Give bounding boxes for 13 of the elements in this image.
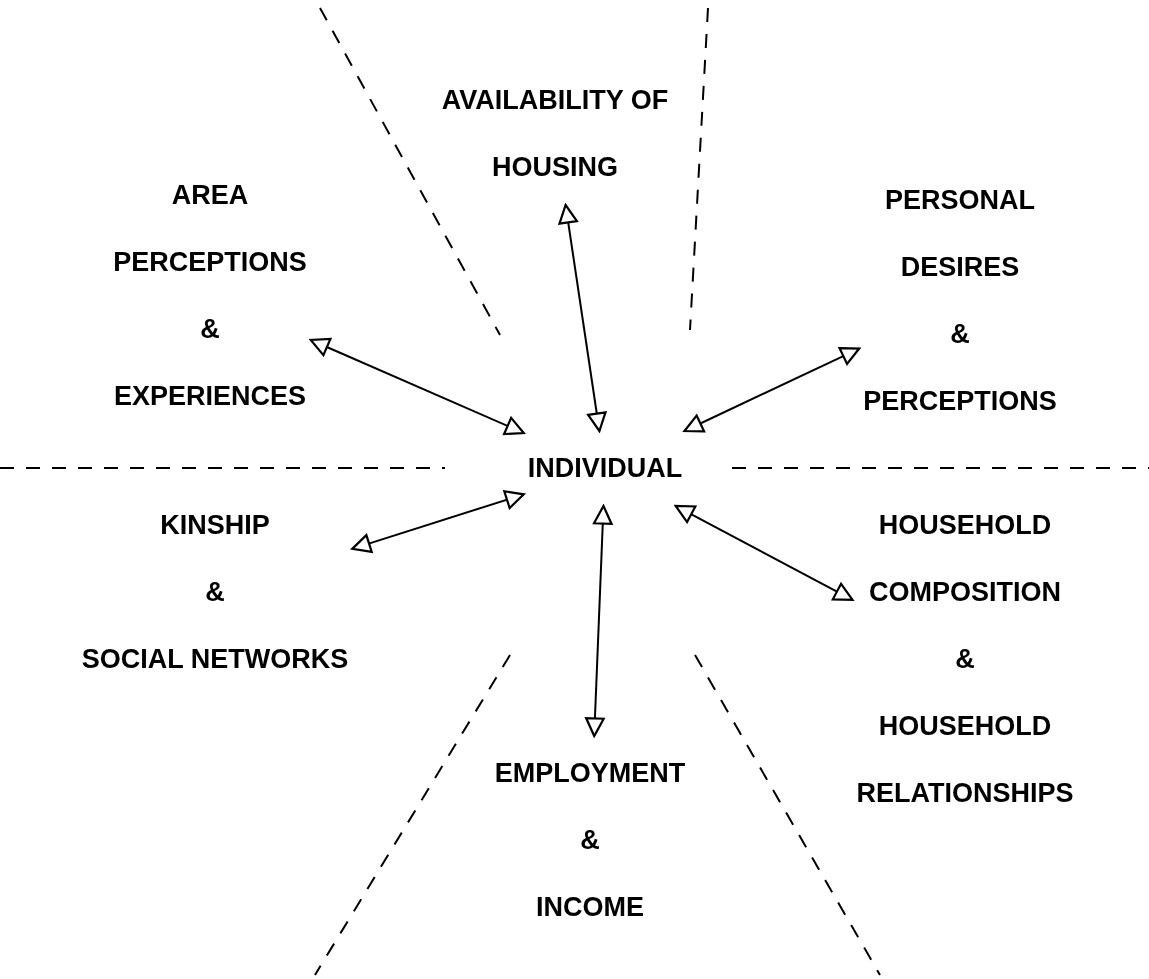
factor-label: KINSHIP & SOCIAL NETWORKS <box>81 509 349 676</box>
double-arrow <box>674 504 854 601</box>
double-arrow <box>585 504 613 738</box>
factor-label: AREA PERCEPTIONS & EXPERIENCES <box>113 179 307 413</box>
factor-label: EMPLOYMENT & INCOME <box>494 757 686 924</box>
factor-label: HOUSEHOLD COMPOSITION & HOUSEHOLD RELATIONSHIPS <box>856 509 1074 810</box>
factor-label: PERSONAL DESIRES & PERCEPTIONS <box>863 184 1057 418</box>
double-arrow <box>309 337 525 436</box>
double-arrow <box>683 347 861 433</box>
factor-label: AVAILABILITY OF HOUSING <box>441 84 669 184</box>
double-arrow <box>558 203 607 433</box>
double-arrow <box>351 490 525 553</box>
center-label: INDIVIDUAL <box>527 452 683 485</box>
